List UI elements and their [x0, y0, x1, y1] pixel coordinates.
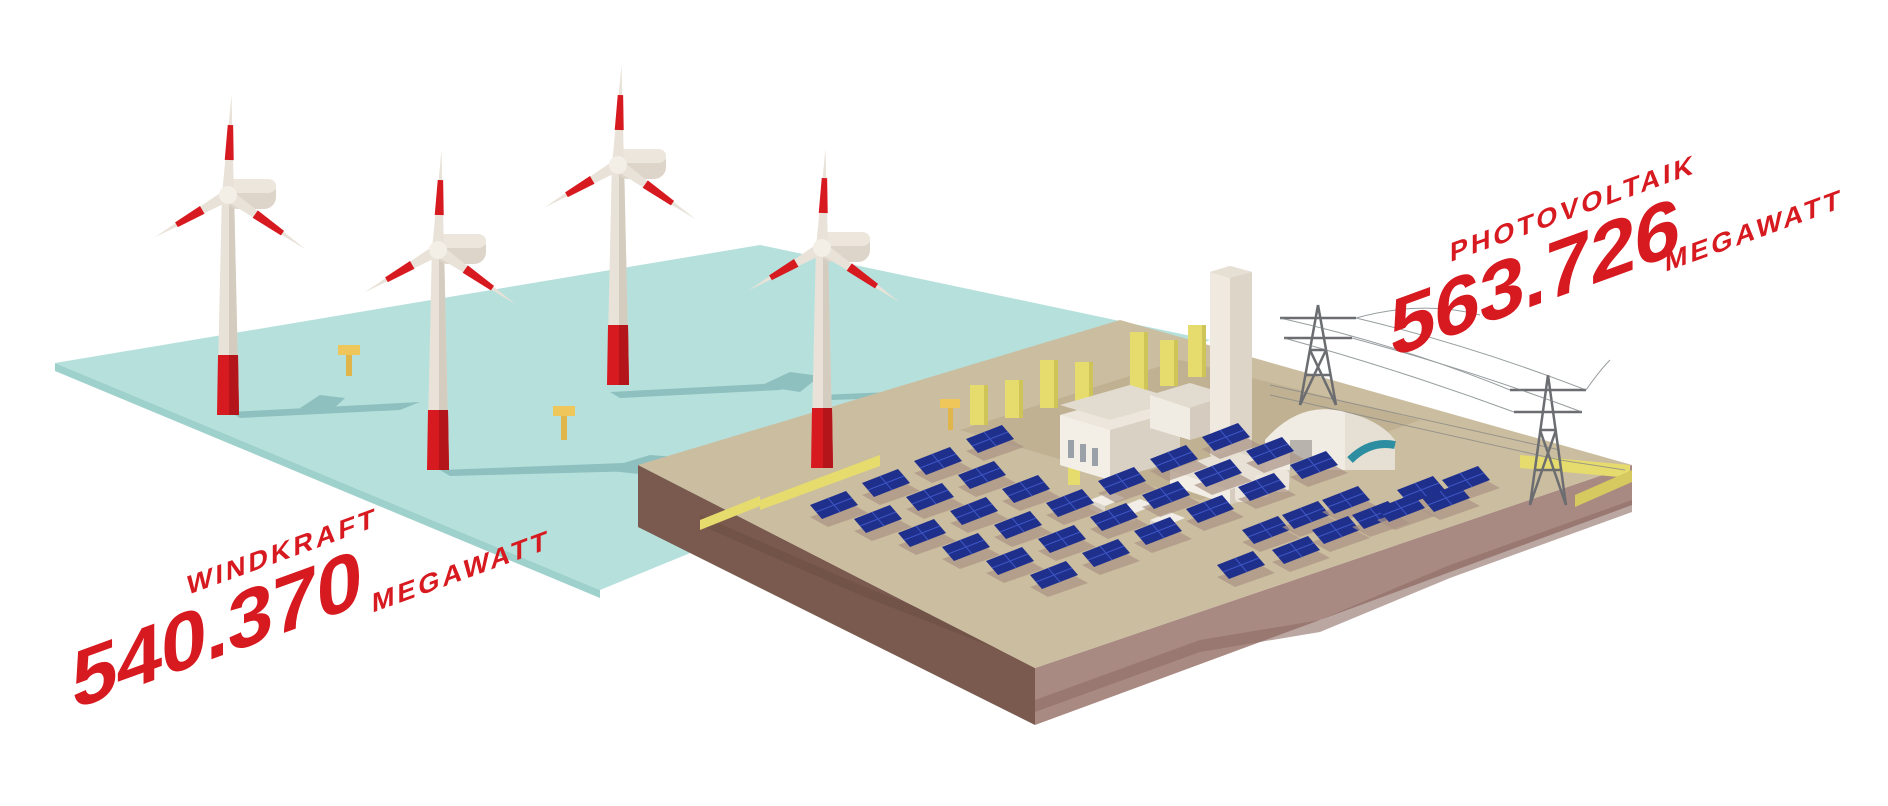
solar-panel-icon [1142, 481, 1200, 517]
solar-panel-icon [958, 461, 1016, 497]
solar-panel-icon [942, 533, 1000, 569]
solar-panel-icon [1002, 475, 1060, 511]
solar-panel-icon [1186, 495, 1244, 531]
solar-panel-icon [1282, 501, 1340, 537]
solar-panel-icon [1194, 459, 1252, 495]
solar-panel-icon [1312, 516, 1370, 552]
solar-panel-icon [1272, 536, 1330, 572]
solar-panel-icon [1238, 473, 1296, 509]
solar-panel-icon [1242, 516, 1300, 552]
solar-panel-icon [1377, 494, 1435, 530]
solar-panel-icon [1290, 451, 1348, 487]
solar-panel-icon [1134, 517, 1192, 553]
solar-field [810, 423, 1500, 597]
power-pylon-icon [1280, 304, 1586, 506]
solar-panel-icon [1246, 437, 1304, 473]
solar-panel-icon [994, 511, 1052, 547]
solar-panel-icon [810, 491, 868, 527]
solar-panel-icon [1082, 539, 1140, 575]
solar-panel-icon [1422, 484, 1480, 520]
wind-turbine-icon [748, 148, 900, 468]
solar-panel-icon [1030, 561, 1088, 597]
solar-panel-icon [898, 519, 956, 555]
solar-panel-icon [950, 497, 1008, 533]
land-block [638, 320, 1632, 725]
solar-panel-icon [1217, 551, 1275, 587]
solar-panel-icon [914, 447, 972, 483]
wind-farm [154, 65, 900, 470]
solar-panel-icon [1098, 467, 1156, 503]
buoy [338, 345, 360, 376]
wind-turbine-icon [364, 150, 516, 470]
solar-panel-icon [906, 483, 964, 519]
wind-turbine-icon [544, 65, 696, 385]
solar-panel-icon [862, 469, 920, 505]
solar-panel-icon [1090, 503, 1148, 539]
solar-panel-icon [1046, 489, 1104, 525]
solar-panel-icon [1038, 525, 1096, 561]
solar-panel-icon [1202, 423, 1260, 459]
wind-turbine-icon [154, 95, 306, 415]
solar-panel-icon [986, 547, 1044, 583]
solar-panel-icon [1322, 486, 1380, 522]
solar-panel-icon [1150, 445, 1208, 481]
buoy [553, 406, 575, 440]
solar-panel-icon [854, 505, 912, 541]
solar-panel-icon [966, 425, 1024, 461]
